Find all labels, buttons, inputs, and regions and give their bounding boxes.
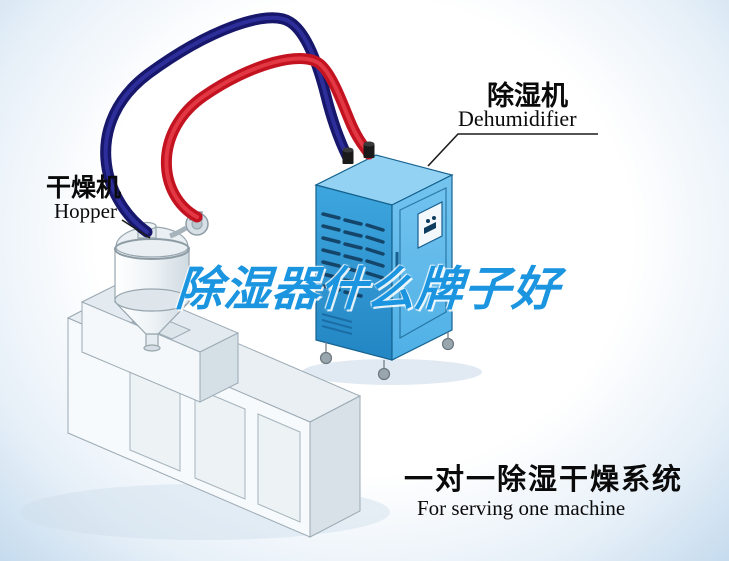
hopper-label-zh: 干燥机 — [46, 173, 122, 202]
vent-grille — [321, 212, 385, 298]
caption-zh: 一对一除湿干燥系统 — [404, 462, 684, 496]
pointer-lines — [121, 133, 598, 239]
side-door — [399, 187, 447, 340]
hose-port-fittings — [342, 141, 375, 164]
caster-wheels — [319, 332, 455, 381]
hoses — [100, 12, 375, 238]
caption-en: For serving one machine — [417, 496, 626, 520]
blue-return-hose — [100, 12, 354, 238]
hopper-pointer-line — [121, 219, 151, 239]
watermark-text: 除湿器什么牌子好 — [173, 262, 562, 317]
dehumidifier-illustration — [314, 154, 455, 381]
control-panel — [417, 201, 443, 249]
hopper-label-en: Hopper — [54, 199, 117, 223]
dehumidifier-pointer-line — [427, 133, 598, 167]
dehumidifier-label-en: Dehumidifier — [458, 106, 577, 131]
red-supply-hose — [160, 53, 375, 223]
extruder-machine-illustration — [66, 282, 362, 538]
dehumidifier-label-zh: 除湿机 — [487, 81, 568, 112]
bottom-vent — [321, 313, 353, 335]
